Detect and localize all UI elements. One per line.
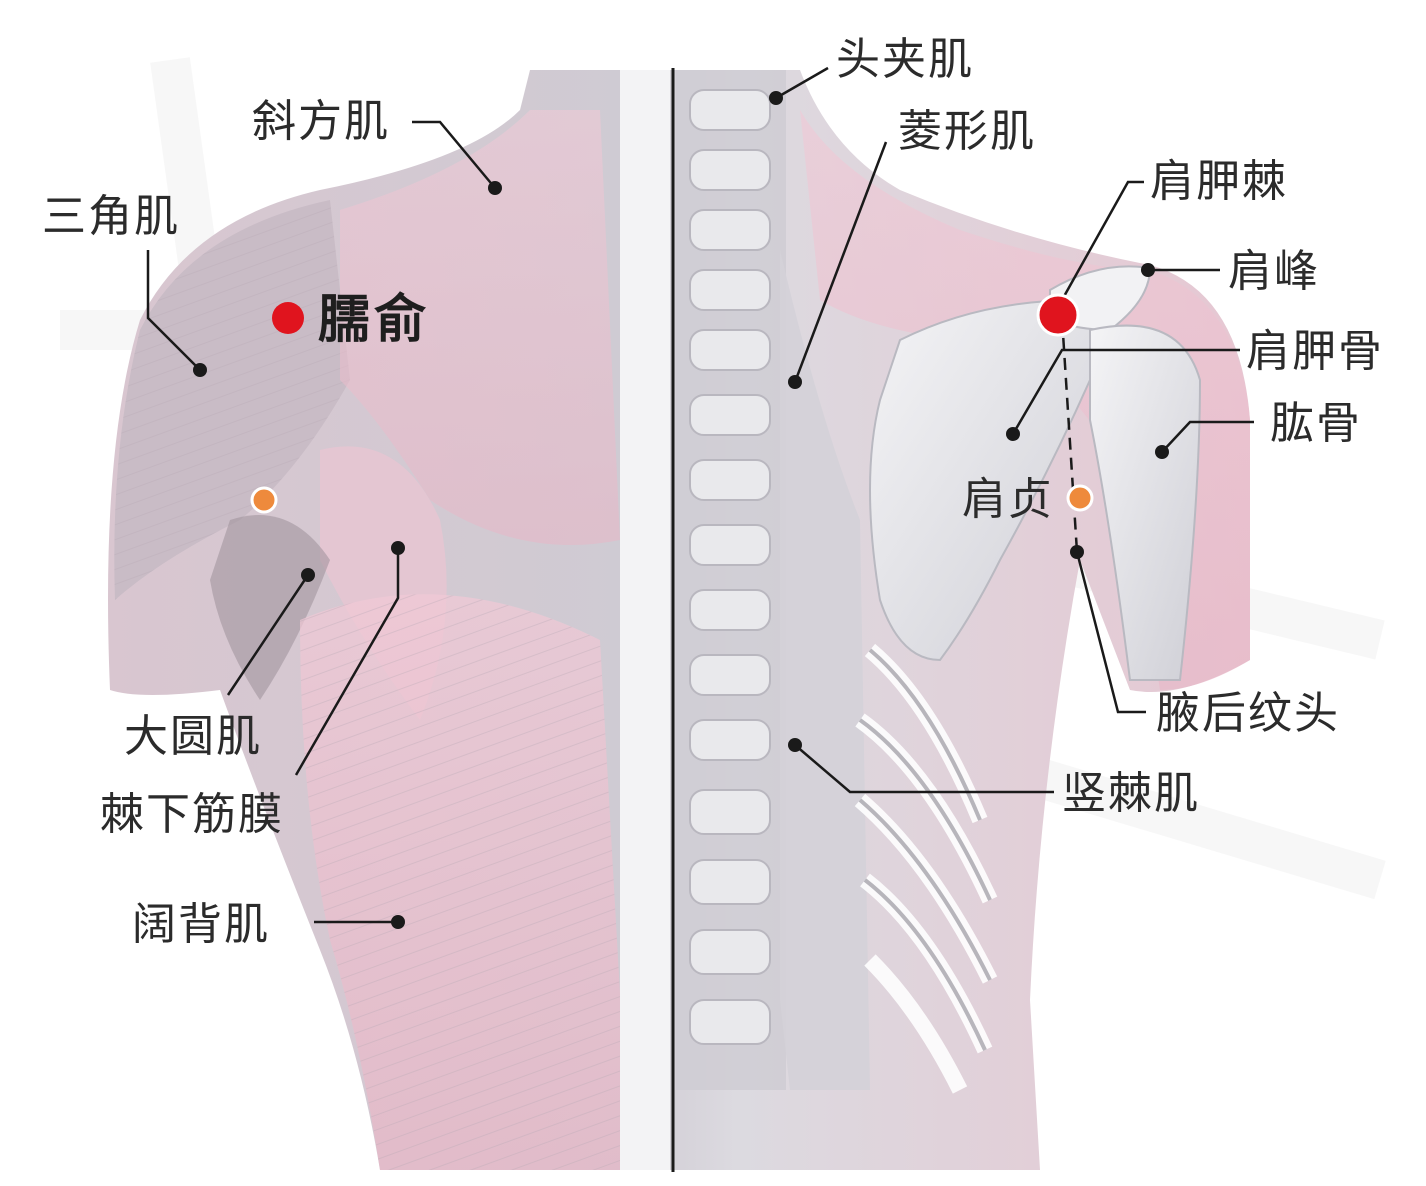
black-dot-icon bbox=[1141, 263, 1155, 277]
label-latissimus-dorsi: 阔背肌 bbox=[132, 899, 270, 950]
left-muscles bbox=[114, 110, 630, 1170]
acupoint-label-main: 臑俞 bbox=[318, 290, 431, 350]
black-dot-icon bbox=[193, 363, 207, 377]
label-infraspinous-fascia: 棘下筋膜 bbox=[100, 789, 284, 840]
black-dot-icon bbox=[788, 375, 802, 389]
red-dot-icon bbox=[1036, 293, 1080, 337]
black-dot-icon bbox=[488, 181, 502, 195]
black-dot-icon bbox=[788, 738, 802, 752]
black-dot-icon bbox=[1155, 445, 1169, 459]
orange-dot-icon bbox=[250, 486, 278, 514]
black-dot-icon bbox=[391, 915, 405, 929]
black-dot-icon bbox=[1006, 427, 1020, 441]
spine bbox=[620, 70, 786, 1170]
acupoint-label-secondary: 肩贞 bbox=[962, 474, 1054, 525]
label-rhomboid: 菱形肌 bbox=[898, 106, 1036, 157]
label-splenius-capitis: 头夹肌 bbox=[836, 34, 974, 85]
label-acromion: 肩峰 bbox=[1228, 246, 1320, 297]
label-scapula: 肩胛骨 bbox=[1246, 326, 1384, 377]
label-teres-major: 大圆肌 bbox=[124, 711, 262, 762]
marker-dots bbox=[193, 91, 1169, 929]
label-humerus: 肱骨 bbox=[1270, 398, 1362, 449]
right-anatomy bbox=[780, 110, 1250, 1094]
black-dot-icon bbox=[301, 568, 315, 582]
black-dot-icon bbox=[391, 541, 405, 555]
label-erector-spinae: 竖棘肌 bbox=[1062, 768, 1200, 819]
orange-dot-icon bbox=[1066, 484, 1094, 512]
leader-lines bbox=[146, 66, 1254, 924]
label-deltoid: 三角肌 bbox=[42, 191, 180, 242]
label-trapezius: 斜方肌 bbox=[252, 96, 390, 147]
black-dot-icon bbox=[769, 91, 783, 105]
label-posterior-axillary-fold: 腋后纹头 bbox=[1156, 688, 1340, 739]
red-dot-icon bbox=[272, 302, 304, 334]
label-scapular-spine: 肩胛棘 bbox=[1150, 156, 1288, 207]
black-dot-icon bbox=[1070, 545, 1084, 559]
